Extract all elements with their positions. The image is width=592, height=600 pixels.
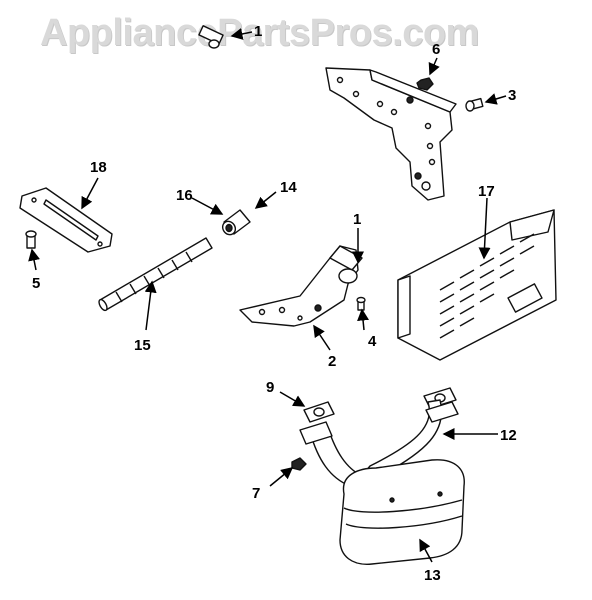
part-bracket-2 (239, 245, 363, 327)
callout-4: 4 (368, 333, 377, 350)
part-screw-4 (356, 296, 366, 311)
callout-2: 2 (328, 353, 336, 370)
watermark: AppliancePartsPros.com (40, 12, 479, 54)
leader-14 (254, 191, 277, 209)
part-top-pin (198, 25, 224, 49)
callout-1-top: 1 (254, 23, 262, 40)
leader-3 (484, 93, 507, 105)
callout-labels: 1 6 3 18 16 14 17 1 5 15 2 4 9 12 7 13 (32, 23, 517, 584)
leader-7 (269, 467, 294, 487)
callout-6: 6 (432, 41, 440, 58)
leader-2 (313, 324, 331, 351)
callout-7: 7 (252, 485, 260, 502)
leader-6 (428, 57, 440, 76)
part-muffler-13 (339, 459, 465, 565)
part-gasket-9 (303, 401, 335, 423)
part-mounting-bracket (325, 67, 457, 201)
part-coupler-14-16 (221, 209, 251, 236)
callout-14: 14 (280, 179, 297, 196)
callout-15: 15 (134, 337, 151, 354)
part-slotted-plate-18 (19, 187, 113, 253)
callout-13: 13 (424, 567, 441, 584)
part-bolt-3 (465, 97, 484, 112)
leader-13 (419, 538, 433, 563)
callout-3: 3 (508, 87, 516, 104)
part-threaded-rod-15 (98, 237, 213, 312)
leader-16 (191, 197, 224, 215)
leader-18 (81, 177, 99, 210)
leader-17 (478, 197, 491, 260)
leader-15 (144, 280, 157, 331)
part-bolt-5 (25, 230, 37, 249)
part-louvered-shield-17 (397, 209, 557, 361)
leader-9 (279, 391, 306, 407)
callout-1: 1 (353, 211, 361, 228)
callout-9: 9 (266, 379, 274, 396)
shield-louvers (439, 233, 535, 339)
callout-12: 12 (500, 427, 517, 444)
leader-4 (357, 308, 370, 331)
callout-5: 5 (32, 275, 40, 292)
leader-1-top (230, 28, 253, 40)
callout-16: 16 (176, 187, 193, 204)
leader-5 (28, 248, 40, 271)
part-nut-6 (416, 77, 434, 91)
callout-17: 17 (478, 183, 495, 200)
leader-lines (28, 28, 507, 563)
part-nut-7 (291, 457, 307, 471)
callout-18: 18 (90, 159, 107, 176)
